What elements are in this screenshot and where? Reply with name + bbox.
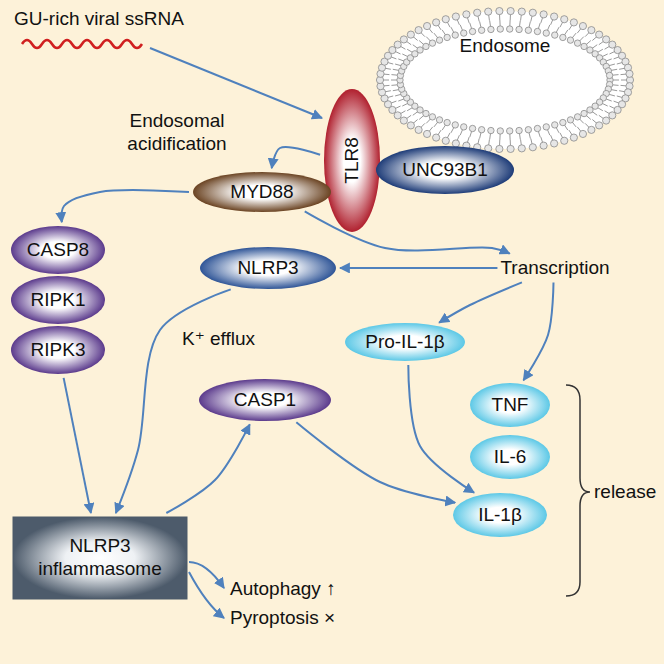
pathway-arrow [439, 282, 522, 322]
enzyme-ellipse-fill [11, 276, 105, 324]
node-label: TNF [492, 394, 529, 417]
annotation: Pyroptosis × [230, 607, 335, 630]
pathway-arrow [408, 365, 474, 493]
sensor-ellipse: NLRP3 [199, 246, 337, 290]
protein-ellipse-fill [376, 146, 514, 194]
enzyme-ellipse: RIPK1 [10, 275, 106, 325]
process-text: Transcription [498, 256, 611, 281]
node-label: NLRP3 inflammasome [25, 535, 175, 581]
viral-rna-strand [22, 40, 142, 48]
node-label: Transcription [500, 257, 609, 280]
ligand-label: GU-rich viral ssRNA [14, 8, 184, 31]
pathway-arrow [305, 211, 510, 253]
enzyme-ellipse: CASP1 [198, 378, 332, 422]
endosome-lumen [380, 11, 630, 149]
node-label: RIPK1 [31, 289, 86, 312]
complex-box: NLRP3 inflammasome [12, 516, 188, 600]
node-label: UNC93B1 [402, 159, 488, 182]
node-label: Endosome [460, 35, 551, 58]
enzyme-ellipse-fill [11, 326, 105, 374]
endosome-membrane: Endosome [374, 5, 636, 155]
cytokine-ellipse-fill [470, 435, 550, 479]
release-bracket [566, 385, 590, 596]
node-label: MYD88 [230, 181, 293, 204]
cytokine-ellipse: IL-1β [452, 492, 548, 538]
cytokine-ellipse-fill [345, 323, 465, 361]
enzyme-ellipse: RIPK3 [10, 325, 106, 375]
pathway-arrow [62, 190, 189, 222]
receptor-ellipse-fill [324, 89, 380, 232]
pathway-arrow [523, 282, 553, 380]
outcome-arrow [189, 562, 224, 588]
node-label: NLRP3 [237, 257, 298, 280]
node-label: TLR8 [341, 137, 364, 183]
pathway-arrow [272, 147, 320, 168]
cytokine-ellipse: IL-6 [469, 434, 551, 480]
annotation: K⁺ efflux [182, 328, 255, 351]
adaptor-ellipse-fill [193, 172, 331, 212]
cytokine-ellipse: Pro-IL-1β [344, 322, 466, 362]
enzyme-ellipse-fill [11, 226, 105, 274]
annotation: Autophagy ↑ [230, 578, 336, 601]
complex-box-fill [13, 517, 187, 599]
node-label: Pro-IL-1β [365, 331, 445, 354]
lipid-bilayer [376, 7, 633, 152]
protein-ellipse: UNC93B1 [375, 145, 515, 195]
adaptor-ellipse: MYD88 [192, 171, 332, 213]
pathway-arrow [166, 424, 249, 513]
endosome-membrane-outline [374, 5, 636, 155]
bracket-label: release [594, 481, 656, 504]
receptor-ellipse: TLR8 [323, 88, 381, 233]
node-label: CASP1 [234, 389, 296, 412]
node-label: RIPK3 [31, 339, 86, 362]
pathway-arrow [64, 378, 91, 513]
enzyme-ellipse: CASP8 [10, 225, 106, 275]
cytokine-ellipse: TNF [469, 382, 551, 428]
node-label: IL-1β [478, 504, 522, 527]
cytokine-ellipse-fill [453, 493, 547, 537]
sensor-ellipse-fill [200, 247, 336, 289]
outcome-arrow [189, 572, 224, 618]
entry-arrow [150, 48, 322, 118]
node-label: IL-6 [494, 446, 527, 469]
pathway-arrow [340, 267, 497, 269]
enzyme-ellipse-fill [199, 379, 331, 421]
node-label: CASP8 [27, 239, 89, 262]
cytokine-ellipse-fill [470, 383, 550, 427]
pathway-arrow [296, 422, 455, 502]
annotation: Endosomal acidification [112, 110, 242, 156]
